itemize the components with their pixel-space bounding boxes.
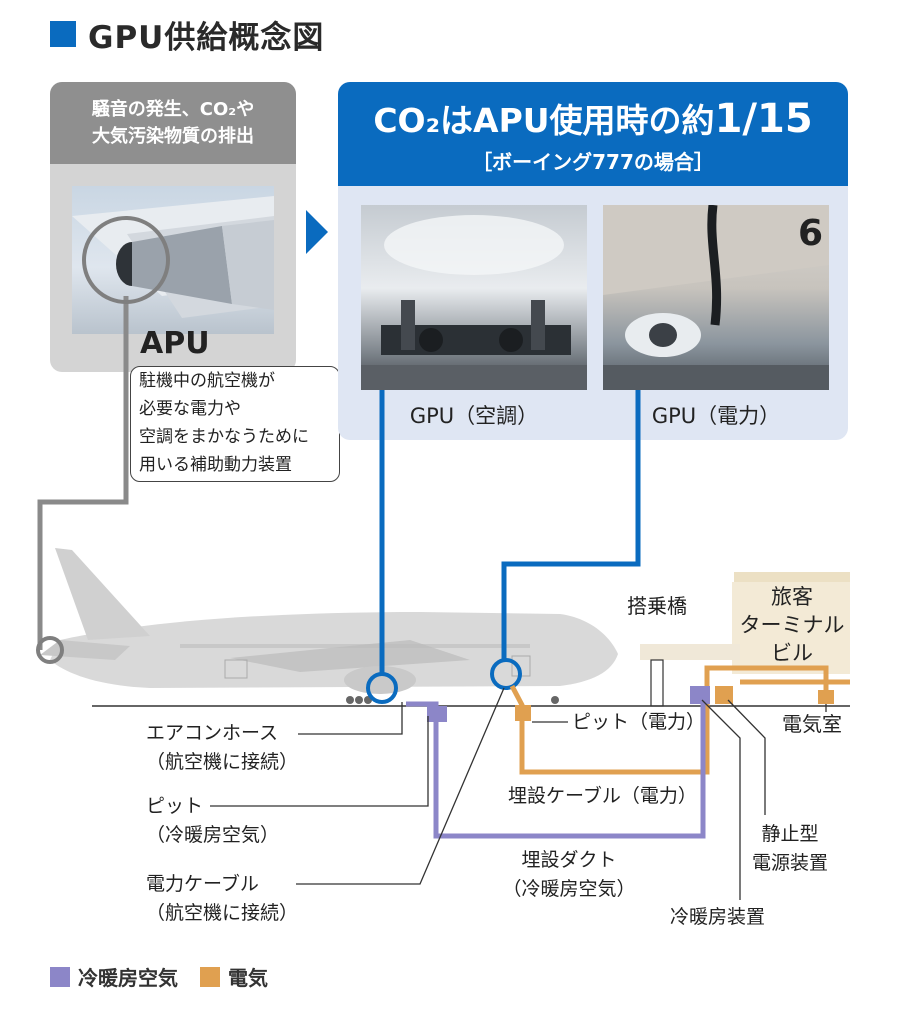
power-cable-label-line-1: 電力ケーブル — [146, 873, 259, 895]
power-connection-circle — [490, 658, 522, 690]
pit-air-label-line-2: （冷暖房空気） — [146, 824, 280, 846]
gpu-aircon-caption: GPU（空調） — [409, 404, 539, 428]
apu-panel-header: 騒音の発生、CO₂や 大気汚染物質の排出 — [50, 82, 296, 164]
gpu-power-photo: 6 — [603, 205, 829, 390]
terminal-building — [732, 582, 850, 674]
page-title-row: GPU供給概念図 — [50, 14, 325, 56]
page-title: GPU供給概念図 — [88, 19, 325, 56]
arrow-right-icon — [306, 210, 328, 254]
gpu-aircon-illustration — [361, 215, 587, 390]
gpu-aircon-photo — [361, 205, 587, 390]
apu-location-circle — [36, 636, 64, 664]
terminal-label: 旅客 ターミナル ビル — [728, 583, 856, 667]
apu-label: APU — [140, 326, 210, 361]
static-power-label: 静止型 電源装置 — [752, 820, 828, 878]
buried-duct-label: 埋設ダクト （冷暖房空気） — [494, 846, 644, 904]
boarding-bridge-label: 搭乗橋 — [627, 594, 687, 618]
legend-power-label: 電気 — [228, 966, 268, 990]
apu-description-line-4: 用いる補助動力装置 — [139, 455, 292, 475]
gpu-power-caption: GPU（電力） — [651, 404, 781, 428]
legend-air-swatch — [50, 966, 70, 987]
electrical-room-label: 電気室 — [782, 712, 842, 736]
terminal-label-line-3: ビル — [771, 641, 813, 665]
buried-duct-label-line-1: 埋設ダクト — [521, 849, 617, 871]
static-power-label-line-1: 静止型 — [761, 823, 819, 845]
gpu-subheadline: ［ボーイング777の場合］ — [472, 150, 714, 174]
pit-air-label: ピット （冷暖房空気） — [146, 792, 279, 850]
apu-header-line-1: 騒音の発生、CO₂や — [91, 99, 255, 120]
static-power-label-line-2: 電源装置 — [752, 852, 829, 874]
aircon-hose-label-line-1: エアコンホース — [146, 722, 279, 744]
gpu-headline-prefix: CO₂はAPU使用時の約 — [373, 101, 715, 140]
apu-header-line-2: 大気汚染物質の排出 — [92, 126, 254, 147]
apu-description-line-2: 必要な電力や — [139, 399, 241, 419]
air-duct-line — [406, 690, 706, 839]
aircon-hose-label-line-2: （航空機に接続） — [146, 751, 299, 773]
gpu-power-illustration: 6 — [603, 205, 829, 390]
pit-power-label: ピット（電力） — [572, 711, 706, 733]
apu-panel: 騒音の発生、CO₂や 大気汚染物質の排出 — [50, 82, 296, 372]
legend-air-label: 冷暖房空気 — [78, 966, 178, 990]
buried-cable-label: 埋設ケーブル（電力） — [508, 785, 697, 807]
apu-description-box: 駐機中の航空機が 必要な電力や 空調をまかなうために 用いる補助動力装置 — [130, 366, 340, 482]
power-cable-label-line-2: （航空機に接続） — [146, 902, 299, 924]
power-cable-label: 電力ケーブル （航空機に接続） — [146, 870, 298, 928]
gpu-panel: CO₂はAPU使用時の約1/15 ［ボーイング777の場合］ 6 GPU（空調）… — [338, 82, 848, 440]
boarding-bridge — [640, 644, 740, 660]
gpu-panel-header: CO₂はAPU使用時の約1/15 ［ボーイング777の場合］ — [338, 82, 848, 186]
terminal-label-line-2: ターミナル — [739, 613, 845, 637]
power-lines — [509, 665, 850, 775]
apu-zoom-circle — [82, 216, 170, 304]
svg-text:6: 6 — [798, 213, 823, 254]
apu-callout-line — [37, 296, 129, 650]
apu-description-line-3: 空調をまかなうために — [139, 427, 309, 447]
buried-duct-label-line-2: （冷暖房空気） — [502, 878, 636, 900]
hvac-unit-label: 冷暖房装置 — [670, 906, 766, 928]
gpu-headline-value: 1/15 — [714, 96, 813, 142]
apu-description-line-1: 駐機中の航空機が — [139, 371, 275, 391]
title-square-icon — [50, 21, 76, 47]
label-leader-lines — [210, 687, 827, 900]
aircon-connection-circle — [366, 672, 398, 704]
gpu-headline: CO₂はAPU使用時の約1/15 — [338, 94, 848, 142]
terminal-label-line-1: 旅客 — [771, 585, 813, 609]
aircon-hose-label: エアコンホース （航空機に接続） — [146, 719, 298, 777]
pit-air-label-line-1: ピット — [146, 795, 204, 817]
legend: 冷暖房空気 電気 — [50, 962, 268, 991]
gpu-power-callout-line — [501, 390, 641, 662]
legend-power-swatch — [200, 966, 220, 987]
airplane-illustration — [40, 548, 618, 704]
